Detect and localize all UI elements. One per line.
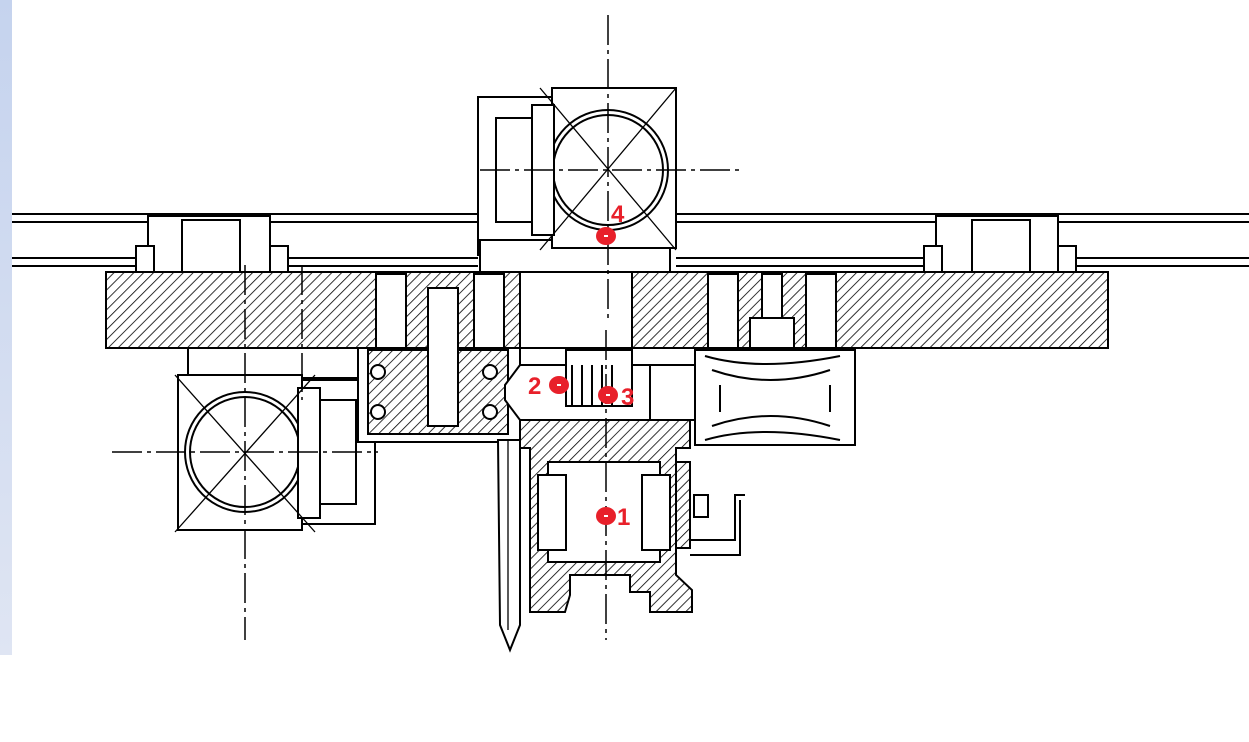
left-edge-strip (0, 0, 12, 655)
bearing-block (357, 287, 521, 443)
aluminium-profile (519, 330, 745, 640)
marker-label-3: 3 (621, 384, 634, 411)
knife-blade (496, 439, 521, 653)
left-motor (112, 265, 378, 640)
pinion (504, 349, 696, 421)
base-plate (105, 271, 1109, 349)
guide-roller (694, 349, 856, 446)
rail-carriage-right (923, 215, 1077, 273)
marker-label-2: 2 (528, 373, 541, 400)
marker-label-1: 1 (617, 504, 630, 531)
top-motor (477, 15, 740, 320)
marker-3: 3 (598, 384, 634, 411)
marker-4: 4 (596, 201, 625, 245)
rail-carriage-left (135, 215, 289, 273)
marker-label-4: 4 (611, 201, 625, 228)
marker-2: 2 (528, 373, 569, 400)
marker-1: 1 (596, 504, 630, 531)
